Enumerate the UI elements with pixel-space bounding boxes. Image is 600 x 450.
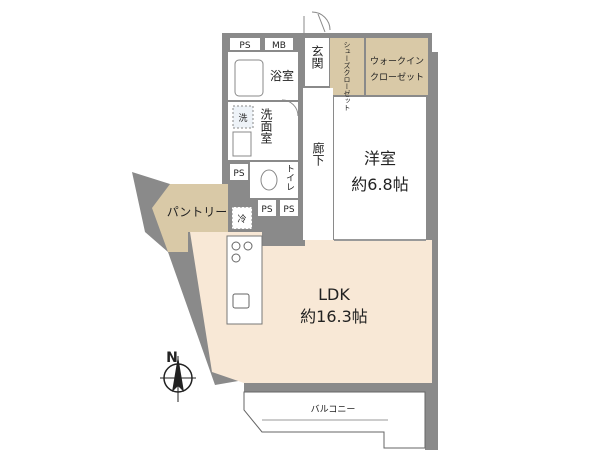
ps-label: PS: [261, 205, 272, 215]
north-letter: N: [166, 350, 178, 366]
fridge-box: [231, 206, 253, 230]
western-room: [334, 97, 426, 240]
stove-burner: [243, 241, 253, 251]
entrance-label: 玄関: [310, 44, 324, 69]
wash-label: 洗: [238, 112, 247, 124]
kitchen-sink: [232, 293, 250, 309]
door-arc: [311, 11, 331, 31]
walkin-closet: [366, 38, 428, 95]
ps-label: PS: [233, 169, 244, 179]
shoes-closet-label: シューズクローゼット: [343, 41, 351, 111]
balcony-label: バルコニー: [311, 404, 356, 415]
washroom-label: 洗面室: [259, 108, 273, 144]
western-name: 洋室: [364, 149, 396, 168]
fridge-label: 冷: [237, 213, 246, 225]
ps-label: PS: [239, 41, 250, 51]
walkin-label-1: ウォークイン: [370, 56, 424, 67]
ps-label: PS: [283, 205, 294, 215]
hallway-area: [303, 88, 333, 240]
kitchen-counter: [226, 235, 263, 325]
western-size: 約6.8帖: [351, 175, 408, 194]
stove-burner: [231, 253, 241, 263]
door-arc: [281, 99, 299, 117]
mb-label: MB: [272, 41, 286, 51]
stove-burner: [231, 241, 241, 251]
hallway-label: 廊下: [311, 141, 325, 166]
ldk-name: LDK: [318, 285, 350, 304]
bath-label: 浴室: [270, 68, 294, 83]
walkin-label-2: クローゼット: [370, 71, 424, 83]
washer-box: [232, 105, 254, 129]
ldk-size: 約16.3帖: [300, 307, 368, 326]
bathtub: [234, 59, 264, 97]
pantry-label: パントリー: [167, 205, 228, 219]
sink: [232, 131, 252, 157]
north-arrow-icon: [160, 356, 196, 402]
pantry-room: [152, 184, 228, 252]
entrance-area: [305, 38, 329, 86]
toilet-bowl: [260, 169, 278, 191]
shoes-closet: [330, 38, 364, 95]
toilet-label: トイレ: [284, 164, 295, 191]
